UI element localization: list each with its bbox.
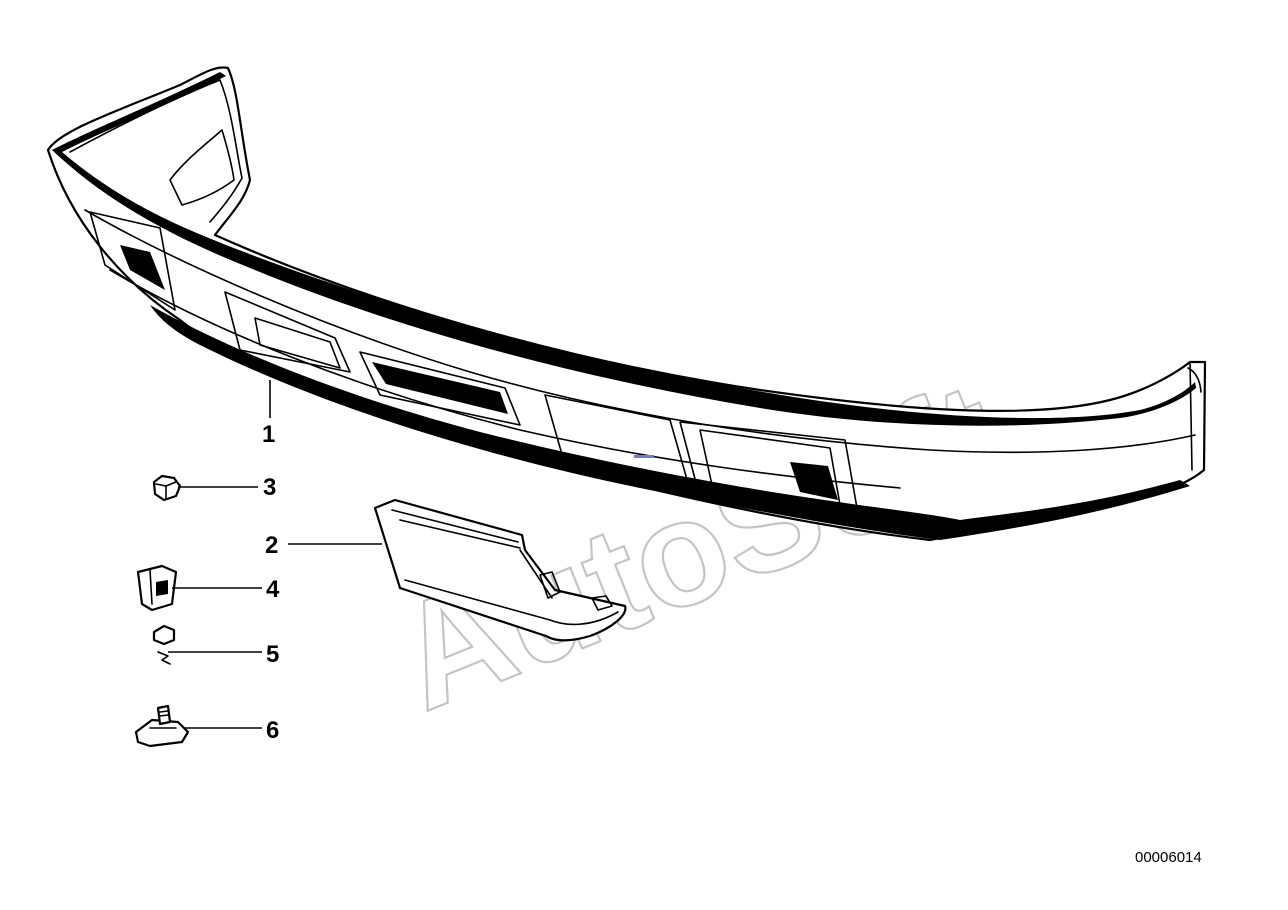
hex-nut[interactable] [152,474,182,502]
bumper-spoiler[interactable] [46,66,1207,542]
clip[interactable] [136,564,178,612]
callout-6[interactable]: 6 [266,717,279,744]
blue-marker [634,455,654,458]
document-id: 00006014 [1135,849,1202,866]
callout-3[interactable]: 3 [263,474,276,501]
expanding-rivet[interactable] [152,624,176,665]
callout-2[interactable]: 2 [265,532,278,559]
callout-5[interactable]: 5 [266,641,279,668]
callout-4[interactable]: 4 [266,576,280,603]
bolt-with-clip-nut[interactable] [134,704,190,748]
cover-flap[interactable] [373,498,627,642]
callout-1[interactable]: 1 [262,421,275,448]
